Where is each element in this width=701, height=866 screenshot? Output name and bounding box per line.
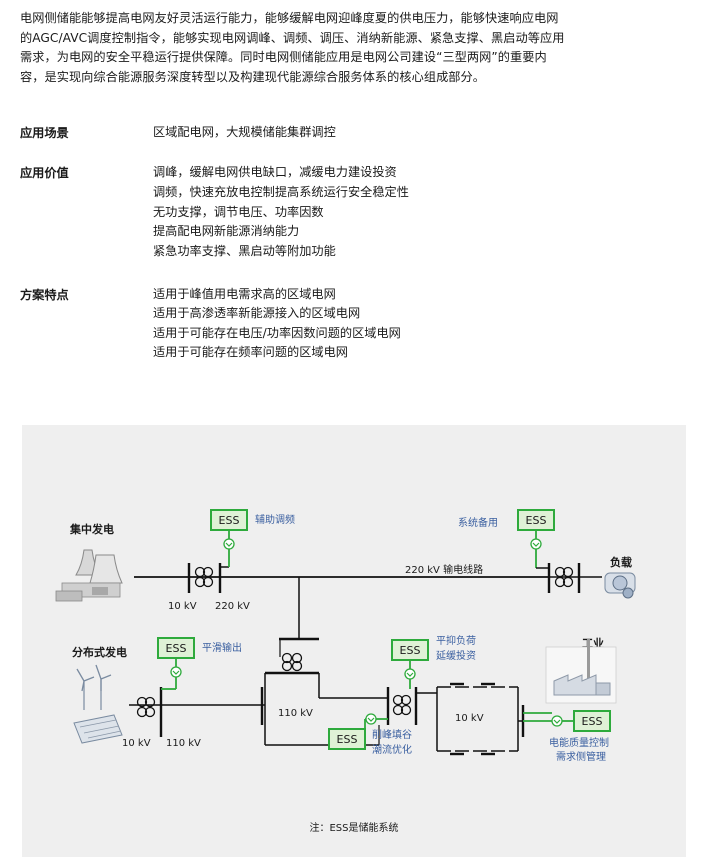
ess-label: ESS: [526, 514, 547, 527]
list-item: 提高配电网新能源消纳能力: [153, 224, 300, 239]
intro-line: 需求，为电网的安全平稳运行提供保障。同时电网侧储能应用是电网公司建设“三型两网”…: [20, 50, 547, 64]
ess-desc-system-backup: 系统备用: [458, 516, 498, 529]
ess-label: ESS: [582, 715, 603, 728]
transformer-icon: [281, 652, 303, 672]
central-gen-label: 集中发电: [69, 522, 114, 536]
ess-label: ESS: [166, 642, 187, 655]
section-values: 区域配电网，大规模储能集群调控: [153, 123, 336, 143]
voltage-label: 110 kV: [166, 738, 201, 749]
intro-line: 电网侧储能能够提高电网友好灵活运行能力，能够缓解电网迎峰度夏的供电压力，能够快速…: [20, 11, 559, 25]
power-grid-diagram: ESS 辅助调频 ESS 系统备用 220 kV 输电线路 10 kV 220 …: [22, 425, 686, 857]
section-values: 调峰，缓解电网供电缺口，减缓电力建设投资 调频，快速充放电控制提高系统运行安全稳…: [153, 163, 409, 262]
intro-paragraph: 电网侧储能能够提高电网友好灵活运行能力，能够缓解电网迎峰度夏的供电压力，能够快速…: [20, 9, 620, 87]
ess-label: ESS: [337, 733, 358, 746]
ess-desc-peak-shave: 潮流优化: [372, 743, 412, 756]
ess-label: ESS: [219, 514, 240, 527]
ess-connector-icon: [404, 668, 416, 680]
transformer-icon: [136, 696, 156, 718]
wind-solar-icon: [73, 664, 123, 744]
ess-connector-icon: [530, 538, 542, 550]
intro-line: 的AGC/AVC调度控制指令，能够实现电网调峰、调频、调压、消纳新能源、紧急支撑…: [20, 30, 565, 45]
ess-box-power-quality: [573, 710, 611, 732]
voltage-label: 110 kV: [278, 708, 313, 719]
intro-line: 容，是实现向综合能源服务深度转型以及构建现代能源综合服务体系的核心组成部分。: [20, 69, 486, 84]
list-item: 适用于峰值用电需求高的区域电网: [153, 287, 336, 301]
grid-diagram-svg: ESS 辅助调频 ESS 系统备用 220 kV 输电线路 10 kV 220 …: [55, 509, 636, 834]
voltage-label: 10 kV: [455, 713, 484, 724]
voltage-label: 10 kV: [122, 738, 151, 749]
ess-connector-icon: [551, 715, 563, 727]
ess-box-system-backup: [517, 509, 555, 531]
ess-box-peak-shave: [328, 728, 366, 750]
ess-desc-peak-shave: 削峰填谷: [372, 728, 412, 741]
section-values: 适用于峰值用电需求高的区域电网 适用于高渗透率新能源接入的区域电网 适用于可能存…: [153, 285, 401, 362]
distributed-gen-label: 分布式发电: [72, 645, 127, 659]
list-item: 无功支撑，调节电压、功率因数: [153, 204, 324, 219]
section-label: 方案特点: [20, 288, 69, 302]
ess-label: ESS: [400, 644, 421, 657]
list-item: 紧急功率支撑、黑启动等附加功能: [153, 244, 336, 259]
list-item: 适用于可能存在频率问题的区域电网: [153, 344, 348, 359]
ess-desc-smooth-output: 平滑输出: [202, 641, 242, 654]
ess-desc-suppress-load: 延缓投资: [436, 649, 476, 662]
list-item: 适用于高渗透率新能源接入的区域电网: [153, 306, 361, 321]
list-item: 调频，快速充放电控制提高系统运行安全稳定性: [153, 184, 409, 199]
list-item: 区域配电网，大规模储能集群调控: [153, 125, 336, 139]
line-220kv-label: 220 kV 输电线路: [405, 563, 483, 576]
voltage-label: 10 kV: [168, 601, 197, 612]
ess-box-aux-freq: [210, 509, 248, 531]
factory-icon: [545, 639, 617, 704]
ess-desc-power-quality: 需求侧管理: [556, 750, 606, 763]
section-label: 应用场景: [20, 126, 69, 140]
list-item: 调峰，缓解电网供电缺口，减缓电力建设投资: [153, 165, 397, 179]
power-plant-icon: [55, 549, 123, 602]
ess-connector-icon: [223, 538, 235, 550]
voltage-label: 220 kV: [215, 601, 250, 612]
transformer-icon: [392, 694, 412, 716]
ess-desc-power-quality: 电能质量控制: [549, 736, 609, 749]
list-item: 适用于可能存在电压/功率因数问题的区域电网: [153, 325, 401, 340]
ess-desc-aux-freq: 辅助调频: [255, 513, 295, 526]
motor-load-icon: [604, 572, 636, 599]
load-label: 负载: [610, 555, 632, 569]
ess-desc-suppress-load: 平抑负荷: [436, 634, 476, 647]
ring-bus-marks: [450, 682, 495, 756]
ess-connector-icon: [170, 666, 182, 678]
section-label: 应用价值: [20, 166, 69, 180]
diagram-note: 注：ESS是储能系统: [309, 821, 398, 834]
ess-connector-icon: [365, 713, 377, 725]
